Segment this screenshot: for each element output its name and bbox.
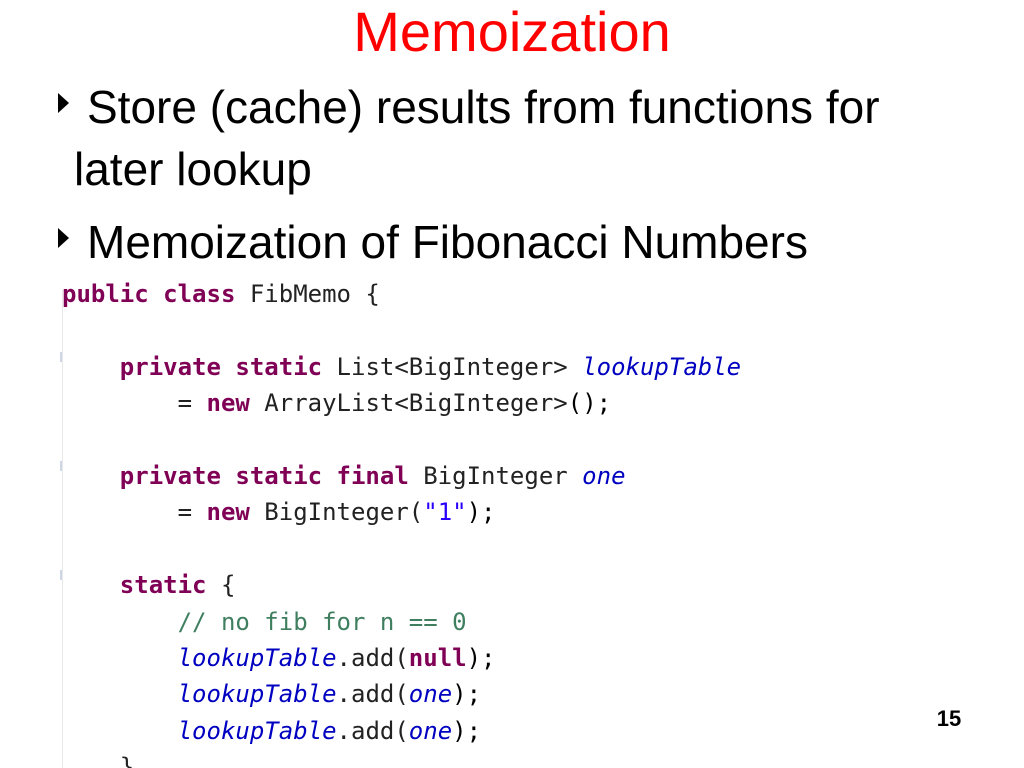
- code-line: [62, 312, 741, 348]
- code-token: one: [408, 680, 453, 709]
- code-token: new: [206, 389, 250, 418]
- code-token: new: [206, 498, 250, 527]
- code-token: BigInteger(: [249, 498, 424, 527]
- code-line: lookupTable.add(one);: [62, 713, 741, 749]
- code-line: private static final BigInteger one: [62, 458, 741, 494]
- bullet-text: Store (cache) results from functions for: [87, 81, 880, 133]
- code-gutter-line: [62, 290, 63, 768]
- code-token: null: [408, 643, 467, 672]
- triangle-bullet-icon: [58, 93, 69, 113]
- fold-marker-icon: [60, 461, 62, 471]
- code-token: {: [206, 571, 236, 600]
- code-token: "1": [423, 498, 467, 527]
- code-token: [62, 571, 120, 599]
- code-token: [62, 680, 178, 708]
- code-token: static: [119, 571, 207, 600]
- code-token: );: [452, 716, 482, 745]
- code-token: .add(: [336, 643, 409, 672]
- code-token: }: [62, 753, 135, 768]
- code-token: lookupTable: [582, 352, 742, 381]
- code-token: public class: [62, 280, 236, 308]
- fold-marker-icon: [60, 352, 62, 362]
- code-token: );: [466, 643, 496, 672]
- code-token: private static: [119, 352, 323, 381]
- code-line: [62, 422, 741, 458]
- code-token: =: [62, 498, 207, 527]
- code-token: BigInteger: [408, 461, 583, 490]
- code-token: );: [452, 680, 482, 709]
- code-token: private static final: [119, 461, 409, 490]
- code-token: =: [62, 389, 207, 418]
- code-line: = new BigInteger("1");: [62, 494, 741, 530]
- code-line: }: [62, 749, 741, 768]
- slide-title: Memoization: [353, 0, 671, 63]
- code-token: .add(: [336, 716, 409, 745]
- code-line: lookupTable.add(null);: [62, 640, 741, 676]
- code-token: one: [582, 461, 626, 490]
- code-token: FibMemo {: [235, 280, 380, 308]
- bullet-text-continued: later lookup: [74, 143, 312, 195]
- code-token: [62, 717, 178, 745]
- code-line: = new ArrayList<BigInteger>();: [62, 385, 741, 421]
- code-token: ();: [567, 389, 612, 418]
- code-line: public class FibMemo {: [62, 276, 741, 312]
- fold-marker-icon: [60, 570, 62, 580]
- code-token: List<BigInteger>: [322, 352, 583, 381]
- code-token: [62, 608, 178, 636]
- page-number: 15: [936, 706, 962, 731]
- code-token: lookupTable: [177, 643, 337, 672]
- code-line: [62, 531, 741, 567]
- code-token: ArrayList<BigInteger>: [249, 389, 568, 418]
- code-listing: public class FibMemo { private static Li…: [62, 276, 741, 768]
- bullet-text: Memoization of Fibonacci Numbers: [87, 216, 808, 268]
- code-line: private static List<BigInteger> lookupTa…: [62, 349, 741, 385]
- code-token: [62, 353, 120, 381]
- code-token: );: [466, 498, 496, 527]
- code-token: [62, 462, 120, 490]
- code-token: [62, 644, 178, 672]
- code-line: static {: [62, 567, 741, 603]
- triangle-bullet-icon: [58, 228, 69, 248]
- code-line: lookupTable.add(one);: [62, 676, 741, 712]
- code-line: // no fib for n == 0: [62, 604, 741, 640]
- code-token: lookupTable: [177, 680, 337, 709]
- code-token: .add(: [336, 680, 409, 709]
- code-token: lookupTable: [177, 716, 337, 745]
- code-token: // no fib for n == 0: [177, 607, 467, 636]
- code-token: one: [408, 716, 453, 745]
